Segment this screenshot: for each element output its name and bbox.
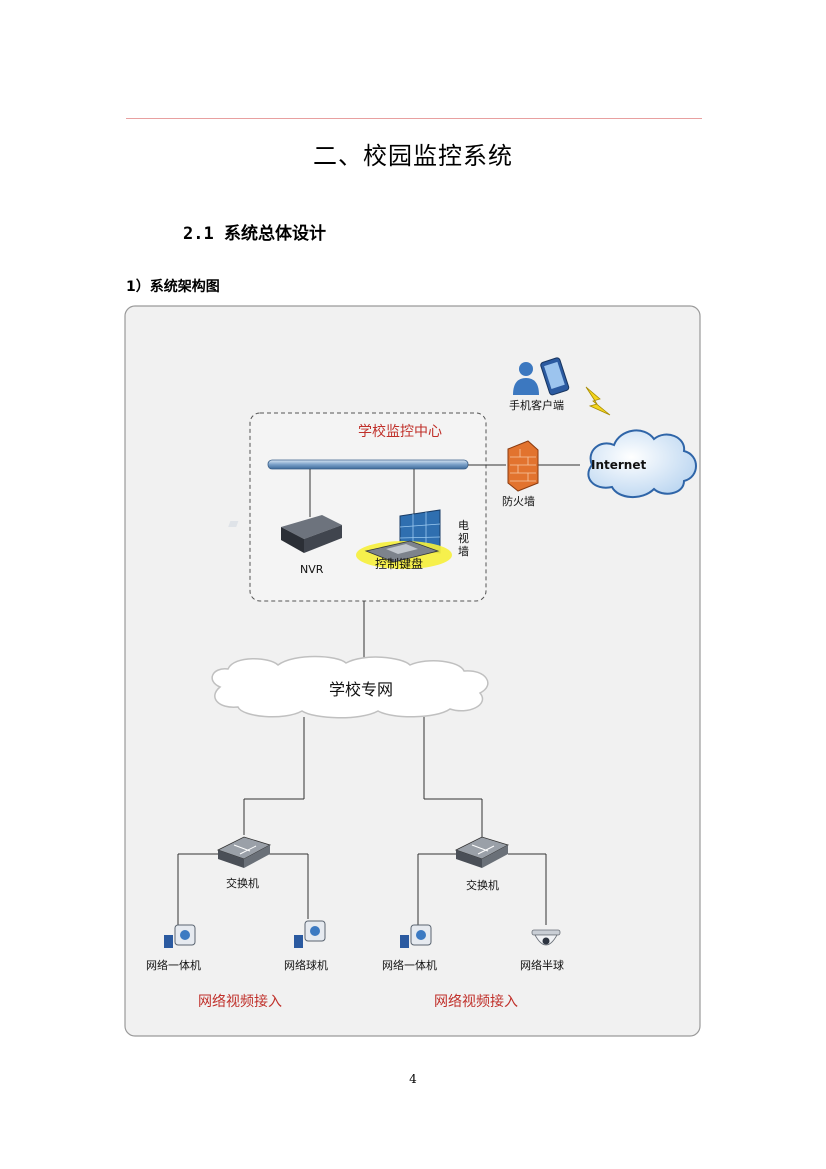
firewall-icon [507,440,539,492]
internet-cloud-icon [587,429,697,498]
right-switch-label: 交换机 [466,878,499,892]
network-camera-icon [294,920,326,948]
network-camera-icon [164,924,196,948]
keyboard-icon [364,540,440,563]
figure-heading: 1）系统架构图 [126,279,220,295]
lightning-icon [585,386,611,416]
right-device-1-label: 网络一体机 [382,958,437,972]
right-group-label: 网络视频接入 [434,993,518,1010]
campus-network-label: 学校专网 [329,680,393,699]
subsection-title: 2.1 系统总体设计 [183,224,326,244]
system-architecture-diagram: 学校监控中心 [124,305,702,1037]
left-device-2-label: 网络球机 [284,958,328,972]
user-icon [513,362,539,395]
right-device-2-label: 网络半球 [520,958,564,972]
control-center-label: 学校监控中心 [358,423,442,440]
mobile-client-label: 手机客户端 [509,398,564,412]
dome-camera-icon [531,929,561,946]
connection-lines [177,464,580,927]
header-rule [126,118,702,119]
section-title: 二、校园监控系统 [313,142,513,170]
firewall-label: 防火墙 [502,494,535,508]
keyboard-label: 控制键盘 [375,556,423,571]
video-wall-label-1: 电视墙 [458,519,469,558]
switch-icon [216,836,272,868]
backbone-bus [267,459,469,470]
page-number: 4 [409,1072,417,1086]
smartphone-icon [540,357,570,396]
campus-network-cloud-icon [211,655,489,719]
network-camera-icon [400,924,432,948]
left-group-label: 网络视频接入 [198,993,282,1010]
switch-icon [454,836,510,868]
nvr-icon [228,515,342,553]
left-device-1-label: 网络一体机 [146,958,201,972]
control-center-box [249,412,487,602]
internet-label: Internet [591,458,646,472]
left-switch-label: 交换机 [226,876,259,890]
nvr-label: NVR [300,563,324,576]
